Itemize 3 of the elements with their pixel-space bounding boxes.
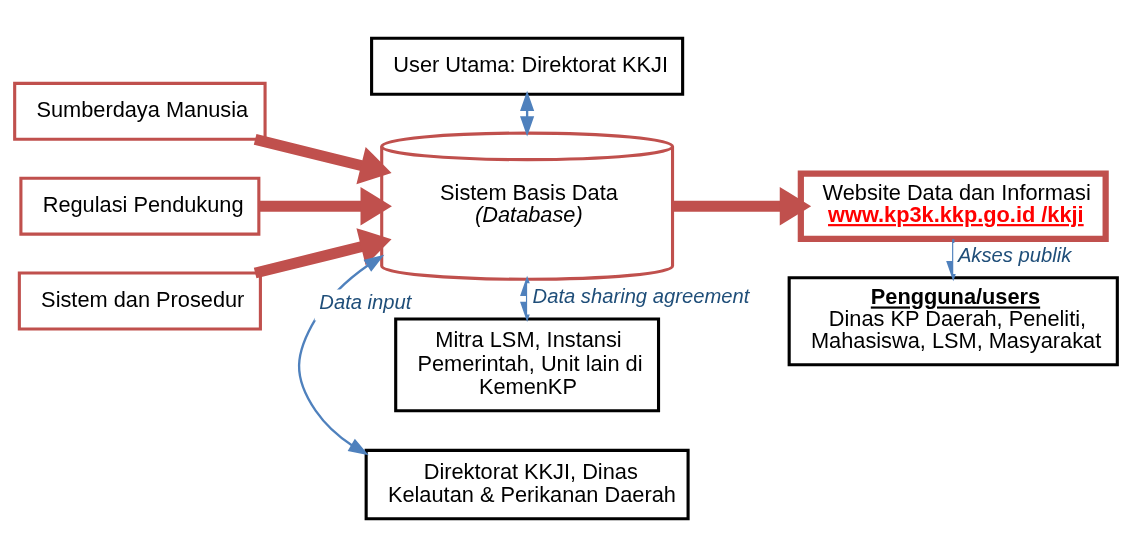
edge-label: Data sharing agreement [532, 284, 750, 307]
edge-label: Akses publik [957, 243, 1072, 266]
edge-label: Data input [319, 290, 412, 313]
